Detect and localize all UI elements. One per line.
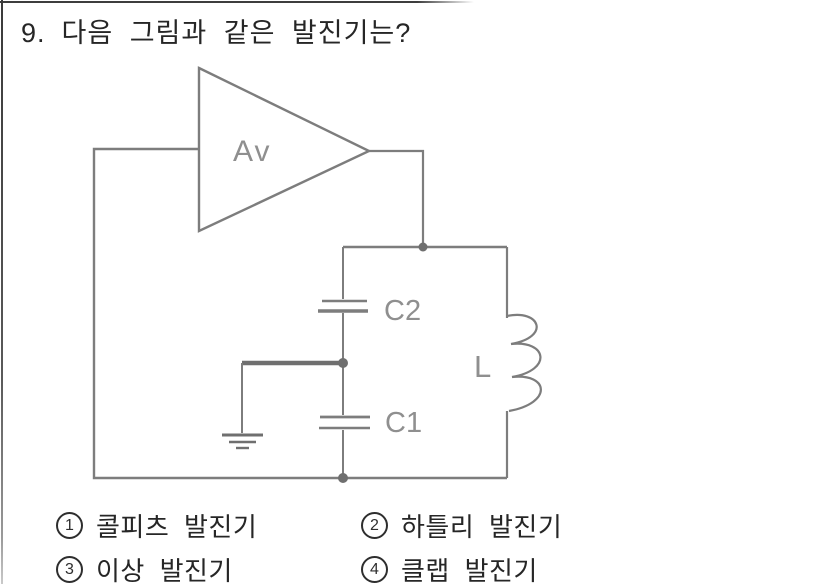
question-number: 9. [21,18,46,48]
junction-dot-output [418,242,428,252]
option-3-number-circle: 3 [56,556,83,583]
amplifier-triangle [197,66,372,233]
option-2-number: 2 [370,517,379,534]
option-1-number-circle: 1 [56,512,83,539]
option-3: 3 이상 발진기 [56,551,233,588]
junction-dot-bottom [338,473,348,483]
amplifier-label: Av [233,135,271,168]
option-2-label: 하틀리 발진기 [401,512,563,542]
capacitor-c1-label: C1 [385,407,422,439]
question-text: 다음 그림과 같은 발진기는? [61,18,412,48]
output-wire [369,149,425,247]
page-left-border [1,0,3,584]
option-1: 1 콜피츠 발진기 [56,507,257,544]
option-2: 2 하틀리 발진기 [361,507,562,544]
option-1-number: 1 [65,517,74,534]
inductor-coil [506,313,542,413]
capacitor-c2-label: C2 [384,295,421,327]
option-3-label: 이상 발진기 [96,556,233,586]
question-line: 9. 다음 그림과 같은 발진기는? [21,11,411,50]
option-4: 4 클랩 발진기 [361,551,538,588]
feedback-wire [92,147,507,480]
page-top-border [0,1,474,3]
junction-dot-ground [338,358,348,368]
option-1-label: 콜피츠 발진기 [96,512,258,542]
option-4-number: 4 [370,561,379,578]
option-4-number-circle: 4 [361,556,388,583]
option-4-label: 클랩 발진기 [401,556,538,586]
option-3-number: 3 [65,561,74,578]
option-2-number-circle: 2 [361,512,388,539]
inductor-label: L [474,349,491,384]
